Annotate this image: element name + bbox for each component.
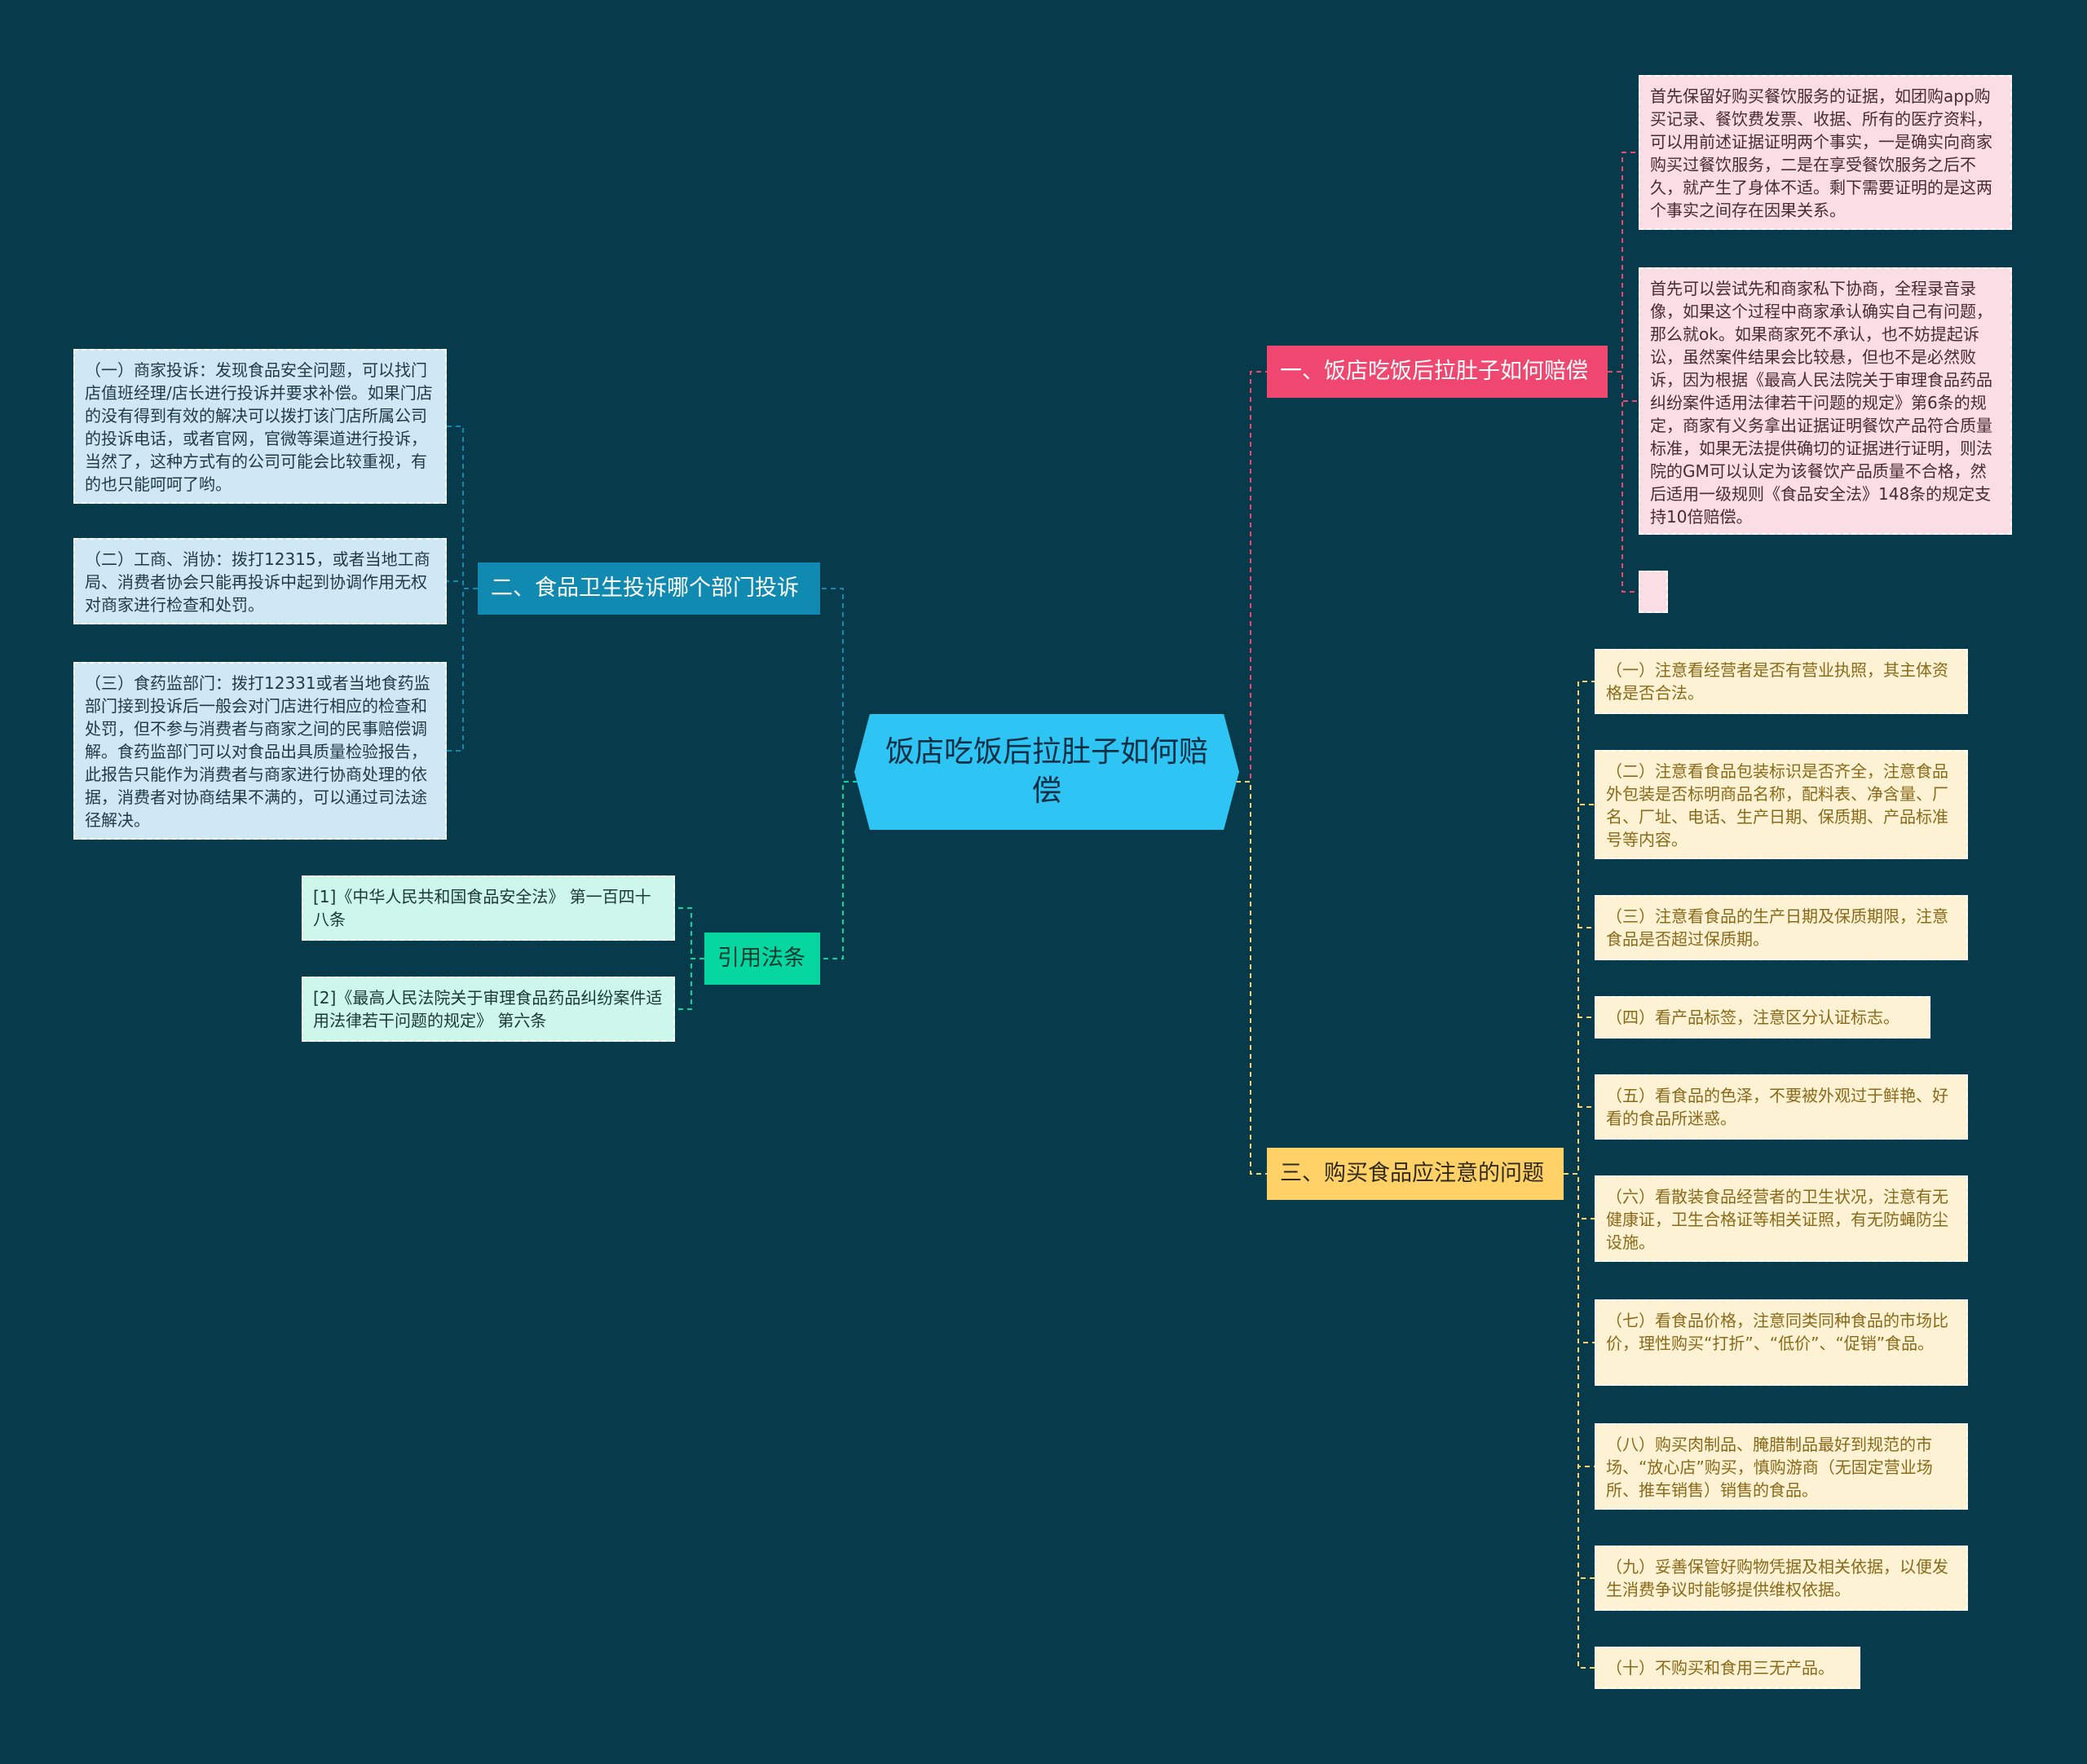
root-topic[interactable]: 饭店吃饭后拉肚子如何赔偿 [854, 714, 1239, 830]
leaf-industry-commerce[interactable]: （二）工商、消协：拨打12315，或者当地工商局、消费者协会只能再投诉中起到协调… [73, 538, 447, 624]
connector-b2l0 [447, 426, 478, 589]
leaf-compensation-evidence[interactable]: 首先保留好购买餐饮服务的证据，如团购app购买记录、餐饮费发票、收据、所有的医疗… [1639, 75, 2012, 230]
branch-compensation[interactable]: 一、饭店吃饭后拉肚子如何赔偿 [1267, 346, 1608, 398]
leaf-compensation-empty[interactable] [1639, 571, 1668, 613]
connector-b3l4 [1564, 1106, 1595, 1175]
connector-b4l1 [675, 958, 704, 1010]
connector-b1l2 [1608, 371, 1639, 593]
branch-purchase-notes[interactable]: 三、购买食品应注意的问题 [1267, 1148, 1564, 1200]
connector-b3l7 [1564, 1173, 1595, 1467]
leaf-note-2[interactable]: （二）注意看食品包装标识是否齐全，注意食品外包装是否标明商品名称，配料表、净含量… [1595, 750, 1968, 859]
leaf-food-drug-department[interactable]: （三）食药监部门：拨打12331或者当地食药监部门接到投诉后一般会对门店进行相应… [73, 662, 447, 840]
leaf-note-6[interactable]: （六）看散装食品经营者的卫生状况，注意有无健康证，卫生合格证等相关证照，有无防蝇… [1595, 1175, 1968, 1262]
leaf-merchant-complaint[interactable]: （一）商家投诉：发现食品安全问题，可以找门店值班经理/店长进行投诉并要求补偿。如… [73, 349, 447, 504]
branch-cited-laws[interactable]: 引用法条 [704, 933, 820, 985]
connector-b2 [820, 588, 858, 783]
connector-b4 [820, 781, 858, 959]
connector-b1 [1236, 371, 1267, 783]
connector-b3 [1236, 781, 1267, 1175]
leaf-law-2[interactable]: [2]《最高人民法院关于审理食品药品纠纷案件适用法律若干问题的规定》 第六条 [302, 977, 675, 1042]
leaf-note-9[interactable]: （九）妥善保管好购物凭据及相关依据，以便发生消费争议时能够提供维权依据。 [1595, 1546, 1968, 1611]
root-topic-label: 饭店吃饭后拉肚子如何赔偿 [885, 735, 1208, 808]
connector-b2l1 [447, 580, 478, 589]
connector-b2l2 [447, 588, 478, 752]
leaf-note-1[interactable]: （一）注意看经营者是否有营业执照，其主体资格是否合法。 [1595, 649, 1968, 714]
leaf-note-8[interactable]: （八）购买肉制品、腌腊制品最好到规范的市场、“放心店”购买，慎购游商（无固定营业… [1595, 1423, 1968, 1510]
leaf-note-10[interactable]: （十）不购买和食用三无产品。 [1595, 1647, 1860, 1689]
connector-b1l0 [1608, 152, 1639, 373]
leaf-note-3[interactable]: （三）注意看食品的生产日期及保质期限，注意食品是否超过保质期。 [1595, 895, 1968, 960]
branch-complaint-department[interactable]: 二、食品卫生投诉哪个部门投诉 [478, 562, 820, 615]
leaf-compensation-negotiation[interactable]: 首先可以尝试先和商家私下协商，全程录音录像，如果这个过程中商家承认确实自己有问题… [1639, 267, 2012, 535]
connector-b3l3 [1564, 1017, 1595, 1175]
leaf-note-7[interactable]: （七）看食品价格，注意同类同种食品的市场比价，理性购买“打折”、“低价”、“促销… [1595, 1299, 1968, 1386]
leaf-law-1[interactable]: [1]《中华人民共和国食品安全法》 第一百四十八条 [302, 875, 675, 941]
connector-b4l0 [675, 907, 704, 959]
leaf-note-4[interactable]: （四）看产品标签，注意区分认证标志。 [1595, 996, 1930, 1039]
connector-b3l9 [1564, 1173, 1595, 1669]
leaf-note-5[interactable]: （五）看食品的色泽，不要被外观过于鲜艳、好看的食品所迷惑。 [1595, 1074, 1968, 1140]
